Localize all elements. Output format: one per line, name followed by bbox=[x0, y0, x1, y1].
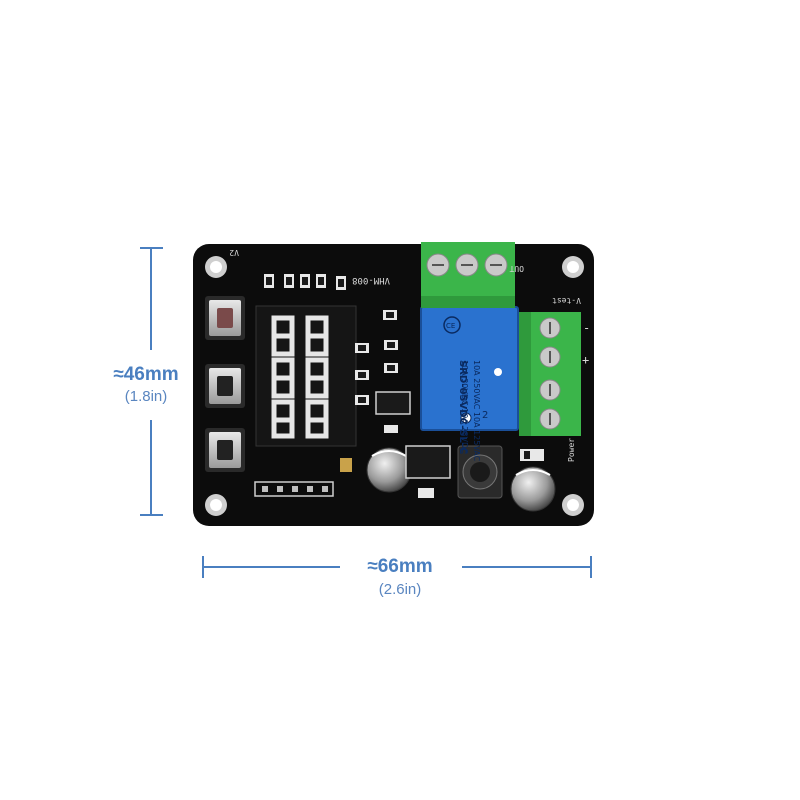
plus-label: + bbox=[582, 353, 589, 367]
capacitor-icon bbox=[366, 447, 412, 493]
width-dimension-sublabel: (2.6in) bbox=[378, 581, 422, 598]
tactile-button-icon bbox=[205, 364, 245, 408]
vtest-label: V-test bbox=[552, 296, 581, 305]
ic-chip bbox=[375, 391, 411, 415]
out-label: OUT bbox=[509, 264, 524, 273]
power-label: Power bbox=[567, 438, 576, 462]
relay-mark-2: 2 bbox=[482, 410, 488, 421]
tactile-button-icon bbox=[205, 428, 245, 472]
v2-label: V2 bbox=[229, 248, 239, 257]
screw-terminal-icon bbox=[519, 374, 581, 436]
relay-ce-mark: CE bbox=[446, 322, 455, 330]
model-label: VHM-008 bbox=[352, 275, 390, 285]
height-dimension-label: ≈46mm bbox=[113, 364, 179, 385]
relay-line-1: 10A 250VAC 10A 125VAC bbox=[472, 360, 481, 462]
regulator-chip bbox=[405, 445, 451, 479]
inductor-icon bbox=[457, 445, 503, 499]
screw-terminal-icon bbox=[421, 242, 515, 308]
relay-model: SRD-05VDC-SL-C bbox=[457, 360, 468, 454]
height-dimension-sublabel: (1.8in) bbox=[124, 388, 168, 405]
tactile-button-icon bbox=[205, 296, 245, 340]
seven-segment-display bbox=[255, 305, 357, 447]
width-dimension-label: ≈66mm bbox=[367, 556, 433, 577]
minus-label: - bbox=[583, 321, 590, 335]
screw-terminal-icon bbox=[519, 312, 581, 374]
capacitor-icon bbox=[510, 466, 556, 512]
relay-line-2: 10A 30VDC 10A 28VDC bbox=[460, 360, 469, 454]
pin-header bbox=[254, 481, 334, 497]
mounting-hole-icon bbox=[205, 256, 584, 516]
